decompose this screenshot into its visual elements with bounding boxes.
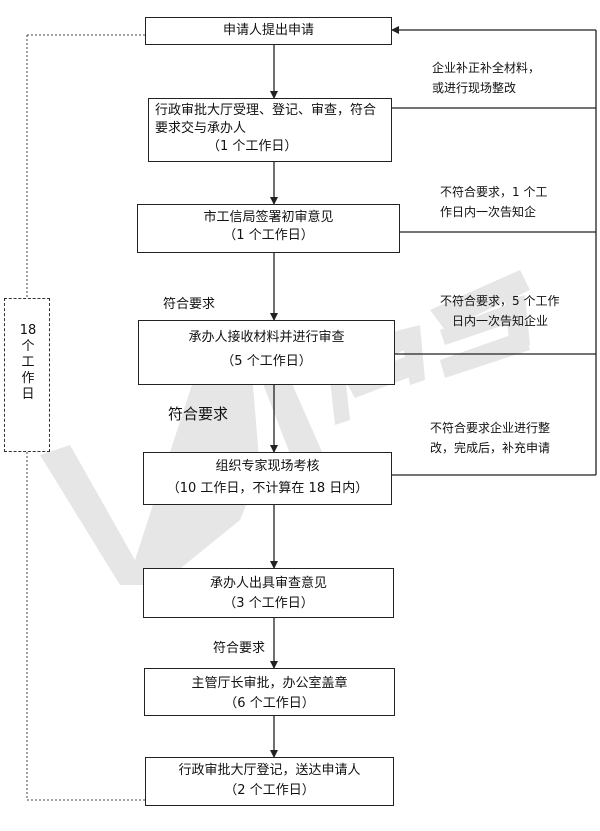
total-duration-box: 18 个工作日 [4,298,50,452]
condition-label-2: 符合要求 [168,405,229,423]
note-rectify-line2: 改，完成后，补充申请 [430,441,551,455]
note-reject-1day-line2: 作日内一次告知企 [440,205,537,219]
step-review-opinion-line1: 承办人出具审查意见 [209,576,327,591]
note-rectify: 不符合要求企业进行整 改，完成后，补充申请 [430,418,550,458]
note-supplement: 企业补正补全材料， 或进行现场整改 [432,58,540,98]
step-deliver-days: （2 个工作日） [224,783,315,798]
condition-label-1: 符合要求 [163,297,216,312]
step-handler-review-days: （5 个工作日） [221,354,312,369]
step-review-opinion-days: （3 个工作日） [223,596,314,611]
step-director-approval-line1: 主管厅长审批，办公室盖章 [191,676,348,691]
step-hall-accept-days: （1 个工作日） [207,139,298,154]
step-expert-inspection-line1: 组织专家现场考核 [215,459,320,474]
note-reject-5day-line2: 日内一次告知企业 [452,314,549,328]
note-supplement-line2: 或进行现场整改 [432,81,517,95]
step-apply: 申请人提出申请 [145,17,392,45]
note-reject-1day: 不符合要求，1 个工 作日内一次告知企 [440,182,547,222]
step-expert-inspection-days: （10 工作日，不计算在 18 日内） [166,481,369,496]
total-duration-label: 18 个工作日 [19,323,37,402]
step-hall-accept-line2: 要求交与承办人 [155,121,247,136]
note-supplement-line1: 企业补正补全材料， [432,61,541,75]
step-handler-review: 承办人接收材料并进行审查 （5 个工作日） [138,320,395,385]
note-reject-1day-line1: 不符合要求，1 个工 [440,185,548,199]
step-expert-inspection: 组织专家现场考核 （10 工作日，不计算在 18 日内） [143,452,392,505]
step-deliver: 行政审批大厅登记，送达申请人 （2 个工作日） [145,757,394,806]
step-handler-review-line1: 承办人接收材料并进行审查 [188,330,345,345]
note-reject-5day: 不符合要求，5 个工作 日内一次告知企业 [440,291,559,331]
note-rectify-line1: 不符合要求企业进行整 [430,421,551,435]
step-review-opinion: 承办人出具审查意见 （3 个工作日） [143,568,394,618]
step-director-approval-days: （6 个工作日） [224,696,315,711]
condition-label-3: 符合要求 [213,641,266,656]
step-hall-accept: 行政审批大厅受理、登记、审查，符合 要求交与承办人 （1 个工作日） [148,98,392,162]
step-deliver-line1: 行政审批大厅登记，送达申请人 [178,763,361,778]
step-initial-review-days: （1 个工作日） [223,228,314,243]
note-reject-5day-line1: 不符合要求，5 个工作 [440,294,560,308]
step-initial-review-line1: 市工信局签署初审意见 [203,210,334,225]
step-apply-text: 申请人提出申请 [222,23,314,38]
step-initial-review: 市工信局签署初审意见 （1 个工作日） [137,204,400,253]
step-director-approval: 主管厅长审批，办公室盖章 （6 个工作日） [144,668,395,716]
step-hall-accept-line1: 行政审批大厅受理、登记、审查，符合 [155,103,377,118]
